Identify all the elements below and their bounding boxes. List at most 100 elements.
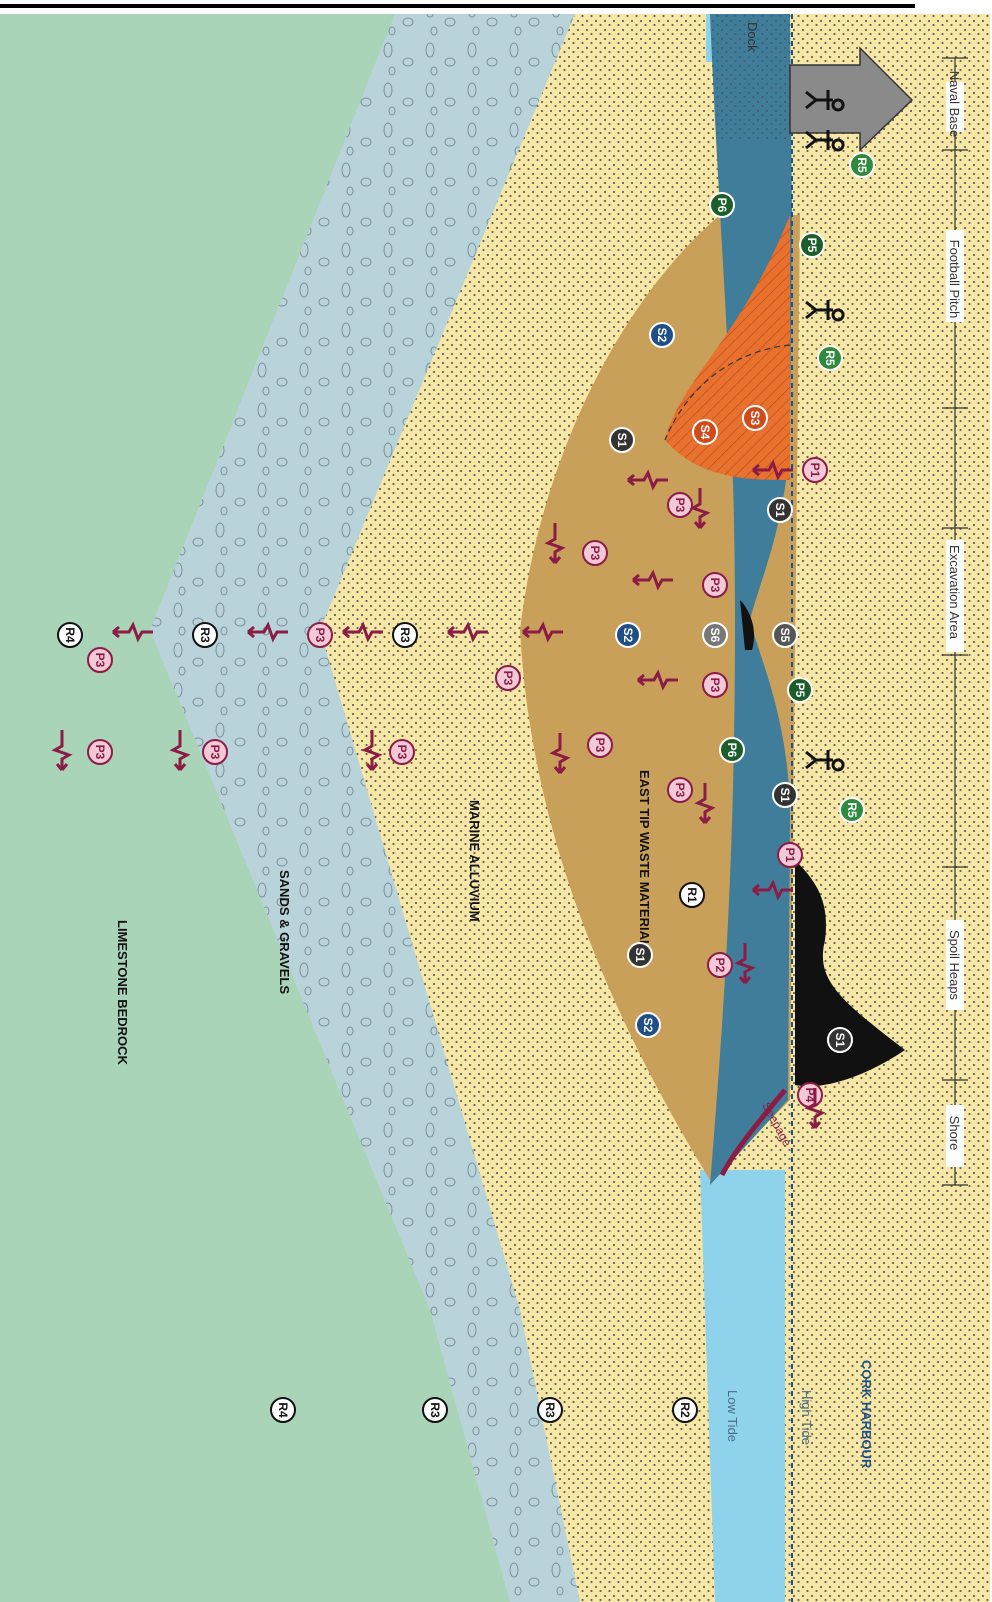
marker-label: R3 bbox=[543, 1402, 557, 1418]
marker-p3: P3 bbox=[308, 623, 332, 647]
marker-label: P3 bbox=[708, 578, 722, 593]
marker-label: R3 bbox=[428, 1402, 442, 1418]
marker-p6: P6 bbox=[710, 193, 734, 217]
low-tide-label: Low Tide bbox=[725, 1390, 740, 1442]
marker-p3: P3 bbox=[703, 573, 727, 597]
marker-p3: P3 bbox=[588, 733, 612, 757]
marker-label: R4 bbox=[63, 627, 77, 643]
label-gravels: SANDS & GRAVELS bbox=[277, 870, 292, 994]
marker-r3: R3 bbox=[193, 623, 217, 647]
marker-r5: R5 bbox=[840, 798, 864, 822]
marker-p5: P5 bbox=[788, 678, 812, 702]
marker-s2: S2 bbox=[616, 623, 640, 647]
marker-r3: R3 bbox=[423, 1398, 447, 1422]
marker-label: R4 bbox=[276, 1402, 290, 1418]
marker-label: S5 bbox=[778, 628, 792, 643]
marker-s6: S6 bbox=[703, 623, 727, 647]
marker-label: P3 bbox=[93, 653, 107, 668]
marker-label: P3 bbox=[593, 738, 607, 753]
marker-label: P5 bbox=[805, 238, 819, 253]
marker-p2: P2 bbox=[708, 953, 732, 977]
marker-r5: R5 bbox=[850, 153, 874, 177]
marker-p3: P3 bbox=[496, 666, 520, 690]
marker-p3: P3 bbox=[390, 740, 414, 764]
marker-label: R2 bbox=[678, 1402, 692, 1418]
marker-label: P5 bbox=[793, 683, 807, 698]
marker-s1: S1 bbox=[828, 1028, 852, 1052]
marker-label: P1 bbox=[783, 848, 797, 863]
marker-label: P3 bbox=[501, 671, 515, 686]
marker-s4: S4 bbox=[693, 420, 717, 444]
marker-label: S1 bbox=[633, 948, 647, 963]
marker-s1: S1 bbox=[610, 428, 634, 452]
marker-s2: S2 bbox=[636, 1013, 660, 1037]
marker-label: P3 bbox=[708, 678, 722, 693]
marker-label: P3 bbox=[673, 498, 687, 513]
marker-s1: S1 bbox=[768, 498, 792, 522]
marker-label: P6 bbox=[725, 743, 739, 758]
marker-label: S1 bbox=[778, 788, 792, 803]
marker-label: P1 bbox=[808, 463, 822, 478]
label-alluvium: MARINE ALLUVIUM bbox=[467, 800, 482, 922]
marker-label: P3 bbox=[395, 745, 409, 760]
zone-football-pitch: Football Pitch bbox=[947, 240, 962, 319]
marker-p3: P3 bbox=[88, 740, 112, 764]
marker-s2: S2 bbox=[650, 323, 674, 347]
marker-label: S2 bbox=[641, 1018, 655, 1033]
harbour-water bbox=[700, 1170, 785, 1602]
marker-p3: P3 bbox=[583, 541, 607, 565]
marker-label: R5 bbox=[823, 350, 837, 366]
marker-label: S4 bbox=[698, 425, 712, 440]
marker-p3: P3 bbox=[203, 740, 227, 764]
marker-p3: P3 bbox=[668, 493, 692, 517]
marker-r2: R2 bbox=[673, 1398, 697, 1422]
marker-label: S6 bbox=[708, 628, 722, 643]
marker-p6: P6 bbox=[720, 738, 744, 762]
marker-label: P3 bbox=[588, 546, 602, 561]
marker-label: S3 bbox=[748, 411, 762, 426]
marker-label: S1 bbox=[833, 1033, 847, 1048]
marker-r3: R3 bbox=[538, 1398, 562, 1422]
marker-r1: R1 bbox=[680, 883, 704, 907]
marker-label: P3 bbox=[93, 745, 107, 760]
marker-label: R1 bbox=[685, 887, 699, 903]
marker-label: R5 bbox=[855, 157, 869, 173]
marker-r3: R3 bbox=[393, 623, 417, 647]
marker-p1: P1 bbox=[803, 458, 827, 482]
marker-p4: P4 bbox=[798, 1083, 822, 1107]
marker-p3: P3 bbox=[88, 648, 112, 672]
marker-label: P3 bbox=[208, 745, 222, 760]
marker-label: S1 bbox=[615, 433, 629, 448]
cork-harbour-label: CORK HARBOUR bbox=[859, 1360, 874, 1469]
marker-s1: S1 bbox=[628, 943, 652, 967]
zone-shore: Shore bbox=[947, 1116, 962, 1151]
marker-p1: P1 bbox=[778, 843, 802, 867]
marker-p3: P3 bbox=[703, 673, 727, 697]
marker-s1: S1 bbox=[773, 783, 797, 807]
zone-naval-base: Naval Base bbox=[947, 71, 962, 137]
marker-label: P6 bbox=[715, 198, 729, 213]
marker-label: P3 bbox=[313, 628, 327, 643]
marker-r4: R4 bbox=[271, 1398, 295, 1422]
label-bedrock: LIMESTONE BEDROCK bbox=[115, 920, 130, 1066]
marker-label: S1 bbox=[773, 503, 787, 518]
label-waste-line1: EAST TIP WASTE MATERIAL bbox=[637, 770, 652, 948]
zone-label-group: Naval Base Football Pitch Excavation Are… bbox=[946, 71, 964, 1167]
marker-label: S2 bbox=[621, 628, 635, 643]
marker-r5: R5 bbox=[818, 346, 842, 370]
marker-p5: P5 bbox=[800, 233, 824, 257]
marker-label: R3 bbox=[398, 627, 412, 643]
marker-s3: S3 bbox=[743, 406, 767, 430]
marker-s5: S5 bbox=[773, 623, 797, 647]
marker-label: P3 bbox=[673, 783, 687, 798]
high-tide-label: High Tide bbox=[799, 1390, 814, 1445]
zone-spoil-heaps: Spoil Heaps bbox=[947, 930, 962, 1001]
marker-r4: R4 bbox=[58, 623, 82, 647]
marker-label: P2 bbox=[713, 958, 727, 973]
marker-label: S2 bbox=[655, 328, 669, 343]
marker-label: R5 bbox=[845, 802, 859, 818]
dock-label: Dock bbox=[745, 22, 760, 52]
zone-excavation-area: Excavation Area bbox=[947, 545, 962, 640]
marker-p3: P3 bbox=[668, 778, 692, 802]
